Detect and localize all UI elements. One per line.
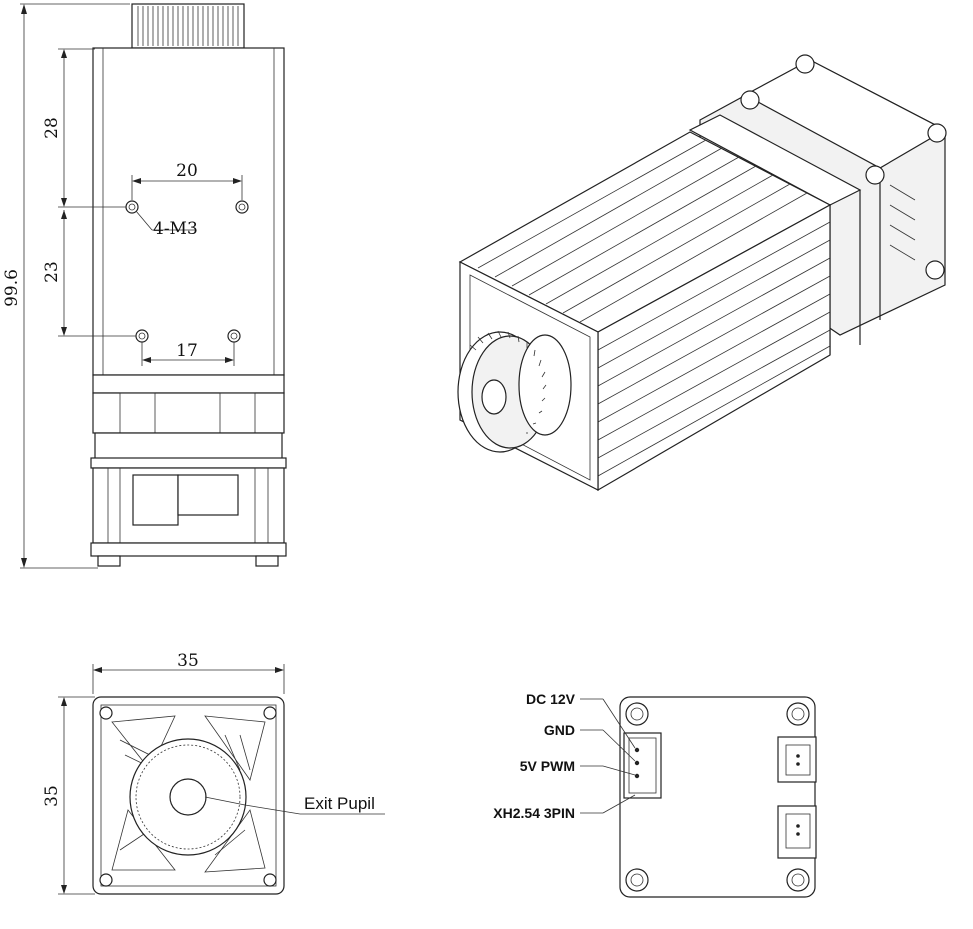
pcb-view: DC 12V GND 5V PWM XH2.54 3PIN — [493, 691, 817, 898]
hole-callout: 4-M3 — [153, 219, 198, 239]
dim-lower: 23 — [42, 261, 62, 283]
gear-teeth — [469, 330, 547, 434]
dim-total-height: 99.6 — [2, 269, 22, 307]
dim-top-holes: 20 — [176, 161, 198, 181]
connector-label: XH2.54 3PIN — [493, 805, 575, 821]
dim-upper: 28 — [42, 117, 62, 139]
dim-height: 35 — [42, 785, 62, 807]
pin-label-dc12v: DC 12V — [526, 691, 576, 707]
front-view: 35 35 Exit Pupil — [42, 651, 385, 895]
dim-width: 35 — [177, 651, 199, 671]
side-view: 99.6 28 23 20 4-M3 17 — [2, 3, 287, 569]
pin-label-gnd: GND — [544, 722, 575, 738]
dim-bottom-holes: 17 — [176, 341, 198, 361]
exit-pupil-label: Exit Pupil — [304, 794, 375, 813]
pin-label-5vpwm: 5V PWM — [520, 758, 575, 774]
knurl-lines — [137, 6, 239, 46]
isometric-view — [457, 54, 947, 492]
